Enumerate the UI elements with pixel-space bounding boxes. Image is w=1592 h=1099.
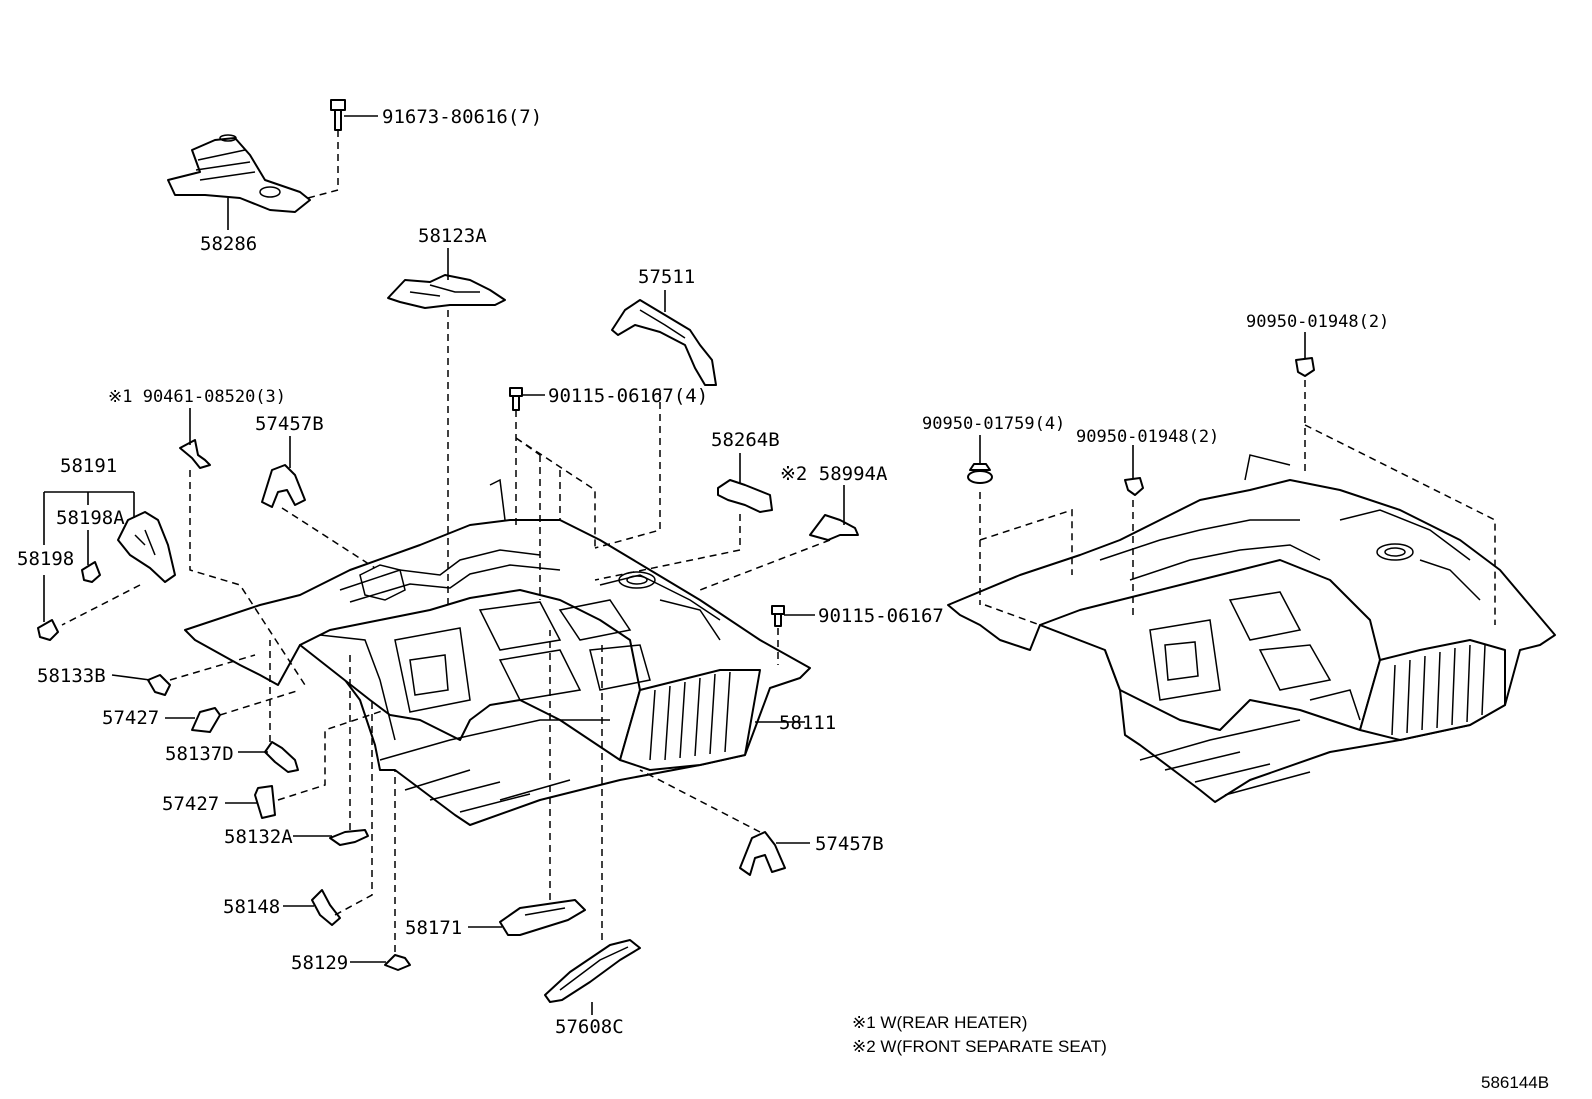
callout-58198: 58198 bbox=[17, 548, 74, 570]
bracket-57511[interactable] bbox=[611, 299, 717, 386]
callout-90115-06167-4: 90115-06167(4) bbox=[548, 385, 708, 407]
bracket-58137D[interactable] bbox=[264, 741, 299, 773]
bracket-58132A[interactable] bbox=[329, 829, 369, 846]
crossmember-57608C[interactable] bbox=[544, 939, 641, 1003]
callout-58129: 58129 bbox=[291, 952, 348, 974]
pad-58264B[interactable] bbox=[717, 479, 773, 513]
callout-58137D: 58137D bbox=[165, 743, 234, 765]
callout-58286: 58286 bbox=[200, 233, 257, 255]
callout-58111: 58111 bbox=[779, 712, 836, 734]
shift-boot-58286[interactable] bbox=[167, 134, 311, 213]
callout-57427-b: 57427 bbox=[162, 793, 219, 815]
callout-90461-08520: ※1 90461-08520(3) bbox=[108, 387, 286, 407]
callout-57457B-bottom: 57457B bbox=[815, 833, 884, 855]
callout-58994A: ※2 58994A bbox=[780, 463, 888, 485]
footnotes: ※1 W(REAR HEATER) ※2 W(FRONT SEPARATE SE… bbox=[852, 1013, 1549, 1092]
clip-58129[interactable] bbox=[384, 954, 411, 971]
callout-90950-01759: 90950-01759(4) bbox=[922, 414, 1065, 434]
callout-58133B: 58133B bbox=[37, 665, 106, 687]
clip-90461[interactable] bbox=[179, 439, 211, 469]
footnote-rear-heater: ※1 W(REAR HEATER) bbox=[852, 1013, 1027, 1032]
callout-57608C: 57608C bbox=[555, 1016, 624, 1038]
clip-90950-01948-b[interactable] bbox=[1295, 357, 1315, 377]
bracket-58191[interactable] bbox=[117, 511, 176, 583]
callout-91673-80616: 91673-80616(7) bbox=[382, 106, 542, 128]
pad-57427-a[interactable] bbox=[191, 707, 221, 733]
bolt-90115-b[interactable] bbox=[771, 605, 785, 627]
callout-labels: 91673-80616(7) 58286 58123A 57511 90115-… bbox=[17, 106, 1389, 1038]
pad-57427-b[interactable] bbox=[254, 785, 276, 819]
plug-58133B[interactable] bbox=[147, 674, 171, 696]
grommet-90950-01759[interactable] bbox=[967, 463, 993, 484]
callout-58191: 58191 bbox=[60, 455, 117, 477]
bolt-91673[interactable] bbox=[330, 99, 346, 131]
clip-90950-01948-a[interactable] bbox=[1124, 477, 1144, 496]
assembly-lines bbox=[61, 130, 1496, 952]
bracket-58148[interactable] bbox=[311, 889, 341, 926]
callout-57457B-top: 57457B bbox=[255, 413, 324, 435]
callout-57511: 57511 bbox=[638, 266, 695, 288]
bolt-90115-a[interactable] bbox=[509, 387, 523, 411]
callout-58264B: 58264B bbox=[711, 429, 780, 451]
floor-pan-alt[interactable] bbox=[947, 454, 1556, 803]
clip-58198[interactable] bbox=[37, 619, 59, 641]
callout-57427-a: 57427 bbox=[102, 707, 159, 729]
callout-58132A: 58132A bbox=[224, 826, 293, 848]
heat-shield-58123A[interactable] bbox=[387, 274, 506, 309]
callout-90115-06167: 90115-06167 bbox=[818, 605, 944, 627]
bracket-57457B-top[interactable] bbox=[261, 464, 306, 508]
floor-pan-main[interactable] bbox=[184, 478, 811, 826]
leader-lines bbox=[43, 115, 1306, 1015]
bracket-58994A[interactable] bbox=[809, 514, 859, 541]
callout-58123A: 58123A bbox=[418, 225, 487, 247]
footnote-front-separate-seat: ※2 W(FRONT SEPARATE SEAT) bbox=[852, 1037, 1107, 1056]
bracket-57457B-bottom[interactable] bbox=[739, 831, 786, 876]
figure-id: 586144B bbox=[1481, 1073, 1549, 1092]
callout-58148: 58148 bbox=[223, 896, 280, 918]
callout-58198A: 58198A bbox=[56, 507, 125, 529]
callout-58171: 58171 bbox=[405, 917, 462, 939]
clip-58198A[interactable] bbox=[81, 561, 101, 583]
callout-90950-01948-a: 90950-01948(2) bbox=[1076, 427, 1219, 447]
callout-90950-01948-b: 90950-01948(2) bbox=[1246, 312, 1389, 332]
plate-58171[interactable] bbox=[499, 899, 586, 936]
